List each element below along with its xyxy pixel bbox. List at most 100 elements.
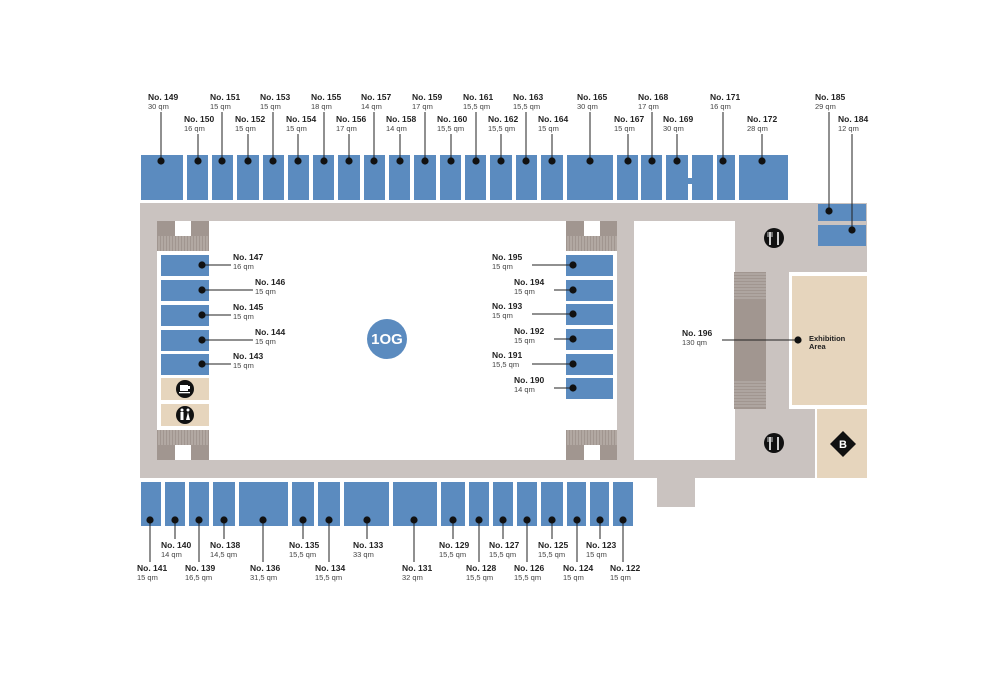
booth-135[interactable] <box>292 482 314 526</box>
booth-168[interactable] <box>641 155 662 200</box>
booth-number: No. 154 <box>286 114 317 124</box>
booth-number: No. 167 <box>614 114 645 124</box>
booth-size: 15 qm <box>137 573 158 582</box>
booth-marker <box>522 157 530 165</box>
exhibition-line2: Area <box>809 342 827 351</box>
booth-192[interactable] <box>566 329 613 350</box>
booth-number: No. 153 <box>260 92 291 102</box>
booth-number: No. 184 <box>838 114 869 124</box>
booth-number: No. 140 <box>161 540 192 550</box>
booth-number: No. 194 <box>514 277 545 287</box>
booth-124[interactable] <box>567 482 586 526</box>
booth-size: 15 qm <box>255 287 276 296</box>
booth-128[interactable] <box>469 482 489 526</box>
booth-marker <box>794 336 802 344</box>
booth-145[interactable] <box>161 305 209 326</box>
booth-158[interactable] <box>389 155 410 200</box>
booth-marker <box>619 516 627 524</box>
booth-146[interactable] <box>161 280 209 301</box>
booth-marker <box>569 384 577 392</box>
booth-marker <box>363 516 371 524</box>
exhibition-label: Exhibition Area <box>809 334 846 351</box>
booth-161[interactable] <box>465 155 486 200</box>
exhibition-area <box>792 276 867 405</box>
booth-126[interactable] <box>517 482 537 526</box>
booth-191[interactable] <box>566 354 613 375</box>
floor-indicator: 1OG <box>367 319 407 359</box>
booth-size: 16 qm <box>710 102 731 111</box>
booth-164[interactable] <box>541 155 563 200</box>
booth-marker <box>198 311 206 319</box>
booth-number: No. 171 <box>710 92 741 102</box>
booth-127[interactable] <box>493 482 513 526</box>
booth-162[interactable] <box>490 155 512 200</box>
booth-195[interactable] <box>566 255 613 276</box>
booth-169[interactable] <box>666 155 688 200</box>
booth-size: 15 qm <box>492 262 513 271</box>
booth-147[interactable] <box>161 255 209 276</box>
booth-143[interactable] <box>161 354 209 375</box>
booth-number: No. 150 <box>184 114 215 124</box>
booth-141[interactable] <box>141 482 161 526</box>
info-b-icon: B <box>830 431 856 457</box>
booth-171[interactable] <box>717 155 735 200</box>
booth-122[interactable] <box>613 482 633 526</box>
booth-125[interactable] <box>541 482 563 526</box>
booth-193[interactable] <box>566 304 613 325</box>
booth-connector <box>688 178 692 184</box>
booth-134[interactable] <box>318 482 340 526</box>
booth-size: 15 qm <box>538 124 559 133</box>
booth-140[interactable] <box>165 482 185 526</box>
booth-194[interactable] <box>566 280 613 301</box>
booth-marker <box>299 516 307 524</box>
booth-156[interactable] <box>338 155 360 200</box>
booth-marker <box>198 286 206 294</box>
booth-157[interactable] <box>364 155 385 200</box>
booth-size: 15,5 qm <box>466 573 493 582</box>
booth-138[interactable] <box>213 482 235 526</box>
booth-size: 15 qm <box>286 124 307 133</box>
booth-marker <box>596 516 604 524</box>
booth-size: 15,5 qm <box>514 573 541 582</box>
booth-163[interactable] <box>516 155 537 200</box>
booth-marker <box>497 157 505 165</box>
booth-151[interactable] <box>212 155 233 200</box>
booth-167[interactable] <box>617 155 638 200</box>
booth-185[interactable] <box>818 204 866 221</box>
booth-number: No. 168 <box>638 92 669 102</box>
booth-139[interactable] <box>189 482 209 526</box>
booth-size: 15,5 qm <box>315 573 342 582</box>
booth-number: No. 124 <box>563 563 594 573</box>
booth-size: 15,5 qm <box>437 124 464 133</box>
booth-marker <box>472 157 480 165</box>
booth-150[interactable] <box>187 155 208 200</box>
booth-152[interactable] <box>237 155 259 200</box>
booth-123[interactable] <box>590 482 609 526</box>
booth-184[interactable] <box>818 225 866 246</box>
booth-marker <box>648 157 656 165</box>
booth-144[interactable] <box>161 330 209 351</box>
booth-number: No. 159 <box>412 92 443 102</box>
booth-number: No. 169 <box>663 114 694 124</box>
booth-155[interactable] <box>313 155 334 200</box>
booth-size: 16 qm <box>233 262 254 271</box>
booth-extra <box>692 155 713 200</box>
booth-number: No. 147 <box>233 252 264 262</box>
booth-size: 15,5 qm <box>439 550 466 559</box>
booth-marker <box>171 516 179 524</box>
floor-label: 1OG <box>371 331 403 348</box>
booth-marker <box>269 157 277 165</box>
booth-marker <box>548 157 556 165</box>
booth-size: 16 qm <box>184 124 205 133</box>
booth-160[interactable] <box>440 155 461 200</box>
booth-190[interactable] <box>566 378 613 399</box>
booth-number: No. 133 <box>353 540 384 550</box>
booth-153[interactable] <box>263 155 284 200</box>
booth-size: 30 qm <box>148 102 169 111</box>
booth-159[interactable] <box>414 155 436 200</box>
booth-size: 30 qm <box>577 102 598 111</box>
booth-154[interactable] <box>288 155 309 200</box>
stairs-right-top <box>566 221 617 251</box>
booth-marker <box>569 335 577 343</box>
booth-number: No. 191 <box>492 350 523 360</box>
